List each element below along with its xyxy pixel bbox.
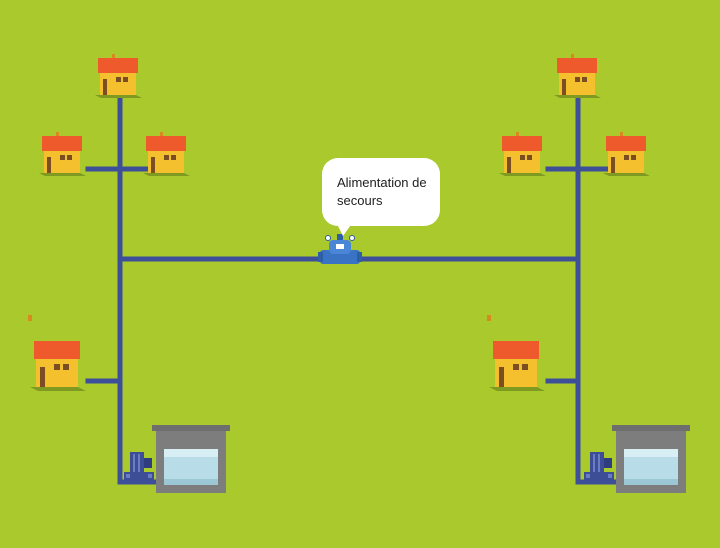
backup-supply-callout: Alimentation de secours — [322, 158, 440, 226]
house-icon — [95, 54, 142, 98]
water-tank-icon — [612, 425, 690, 493]
backup-valve-icon — [318, 234, 362, 264]
house-icon — [487, 315, 545, 391]
right-pipe-network — [545, 87, 623, 485]
house-icon — [603, 132, 650, 176]
left-pipe-network — [85, 87, 163, 485]
house-icon — [499, 132, 546, 176]
pump-icon — [584, 452, 614, 480]
pump-icon — [124, 452, 154, 480]
water-tank-icon — [152, 425, 230, 493]
callout-label: Alimentation de secours — [337, 175, 427, 208]
house-icon — [143, 132, 190, 176]
house-icon — [554, 54, 601, 98]
house-icon — [28, 315, 86, 391]
house-icon — [39, 132, 86, 176]
